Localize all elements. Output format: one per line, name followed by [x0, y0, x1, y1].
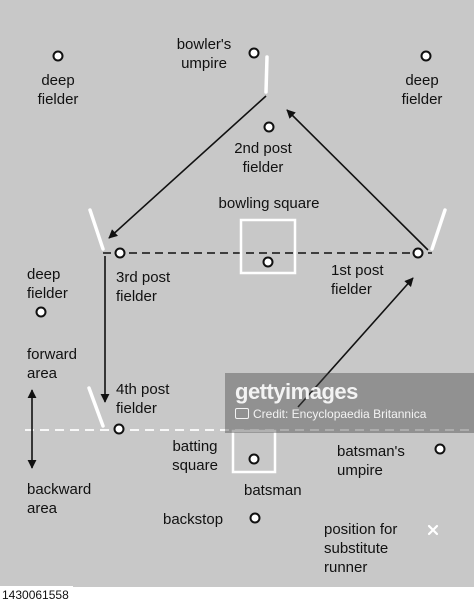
run-path-2nd-to-3rd [108, 95, 267, 239]
label-4th-post-fielder: 4th post fielder [116, 381, 170, 417]
substitute-runner-cross-icon [427, 524, 439, 536]
run-path-1st-to-2nd [286, 109, 429, 251]
position-marker-deep-fielder-left [35, 306, 47, 318]
playing-field [0, 0, 474, 587]
label-batsman: batsman [244, 482, 302, 499]
position-marker-batsmans-umpire [434, 443, 446, 455]
position-marker-2nd-post [263, 121, 275, 133]
image-id-tag: 1430061558 [0, 586, 73, 605]
position-marker-deep-fielder-top-left [52, 50, 64, 62]
run-path-4th-to-1st [297, 277, 414, 408]
position-marker-deep-fielder-top-right [420, 50, 432, 62]
label-backward-area: backward area [27, 481, 92, 517]
position-marker-1st-post [412, 247, 424, 259]
label-1st-post-fielder: 1st post fielder [331, 262, 384, 298]
label-substitute-runner: position for substitute runner [324, 521, 398, 576]
label-backstop: backstop [163, 511, 224, 528]
watermark-credit-text: Credit: Encyclopaedia Britannica [253, 407, 427, 421]
getty-watermark: gettyimages Credit: Encyclopaedia Britan… [225, 373, 474, 433]
bowling-square [239, 218, 297, 275]
watermark-brand: gettyimages [235, 379, 358, 404]
label-batsmans-umpire: batsman's umpire [337, 443, 405, 479]
post-2nd [264, 55, 269, 94]
label-forward-area: forward area [27, 346, 78, 382]
position-marker-bowler [262, 256, 274, 268]
position-marker-bowlers-umpire [248, 47, 260, 59]
label-deep-fielder-top-left: deep fielder [37, 72, 79, 108]
label-batting-square: batting square [172, 438, 218, 474]
post-4th [87, 386, 105, 428]
position-marker-batsman [248, 453, 260, 465]
post-1st [430, 208, 447, 251]
label-bowlers-umpire: bowler's umpire [176, 36, 232, 72]
label-bowling-square: bowling square [218, 195, 320, 212]
label-2nd-post-fielder: 2nd post fielder [234, 140, 292, 176]
position-marker-3rd-post [114, 247, 126, 259]
position-marker-4th-post [113, 423, 125, 435]
post-3rd [88, 208, 105, 251]
watermark-credit: Credit: Encyclopaedia Britannica [235, 406, 426, 422]
batting-square [231, 429, 277, 474]
position-marker-backstop [249, 512, 261, 524]
label-3rd-post-fielder: 3rd post fielder [116, 269, 171, 305]
camera-icon [235, 408, 249, 419]
label-deep-fielder-top-right: deep fielder [401, 72, 443, 108]
label-deep-fielder-left: deep fielder [27, 266, 68, 302]
